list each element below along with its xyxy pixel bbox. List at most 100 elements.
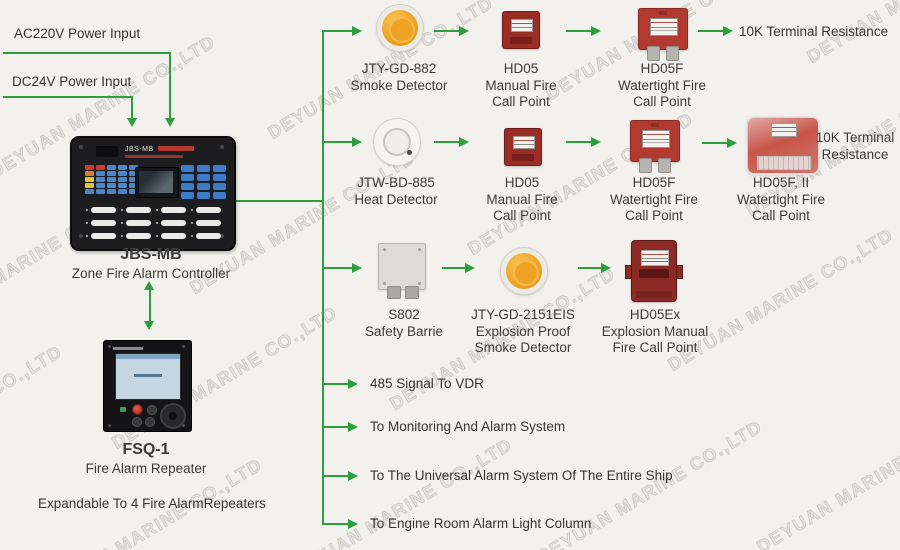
connector-line	[434, 141, 460, 143]
device-name: Heat Detector	[354, 191, 438, 207]
arrowhead-icon	[352, 26, 362, 36]
button-icon	[145, 417, 155, 427]
heat-detector-device	[373, 118, 421, 166]
watertight-call-point-2-device	[746, 116, 820, 175]
arrowhead-icon	[144, 321, 154, 330]
device-model: HD05	[504, 175, 540, 190]
explosion-proof-smoke-detector-device	[500, 247, 548, 295]
device-name: Explosion Proof Smoke Detector	[474, 323, 572, 356]
device-name: Manual Fire Call Point	[485, 77, 557, 110]
branch-line	[323, 383, 349, 385]
arrowhead-icon	[352, 137, 362, 147]
arrowhead-icon	[144, 281, 154, 290]
device-label: HD05F Watertight Fire Call Point	[602, 61, 722, 111]
repeater-model-label: FSQ-1	[122, 441, 170, 458]
device-model: HD05Ex	[629, 307, 681, 322]
watertight-call-point-device	[638, 8, 688, 61]
controller-model-label: JBS-MB	[120, 246, 182, 263]
arrowhead-icon	[348, 422, 358, 432]
device-model: JTW-BD-885	[357, 175, 435, 190]
red-button-icon	[132, 404, 143, 415]
arrowhead-icon	[352, 263, 362, 273]
connector-line	[702, 142, 728, 144]
watermark-text: DEYUAN MARINE CO.,LTD	[753, 406, 900, 550]
button-icon	[132, 417, 142, 427]
expand-note: Expandable To 4 Fire AlarmRepeaters	[38, 496, 266, 511]
manual-call-point-device	[504, 128, 542, 166]
branch-line	[323, 30, 353, 32]
device-name: Watertight Fire Call Point	[736, 191, 826, 224]
arrowhead-icon	[165, 118, 175, 127]
dpad-icon	[160, 403, 186, 429]
ac-power-line	[3, 52, 171, 54]
watermark-text: DEYUAN MARINE CO.,LTD	[283, 434, 516, 550]
branch-line	[323, 426, 349, 428]
device-name: Watertight Fire Call Point	[609, 191, 699, 224]
controller-button-rows	[84, 204, 224, 243]
arrowhead-icon	[601, 263, 611, 273]
output-engine-room-label: To Engine Room Alarm Light Column	[370, 516, 592, 531]
connector-line	[442, 267, 466, 269]
trunk-line	[322, 30, 324, 525]
connector-line	[698, 30, 724, 32]
speaker-slot	[96, 146, 118, 157]
device-label: HD05 Manual Fire Call Point	[466, 61, 576, 111]
controller-keypad	[181, 165, 226, 199]
device-name: Smoke Detector	[350, 77, 448, 93]
output-vdr-label: 485 Signal To VDR	[370, 376, 484, 391]
terminal-resistance-label: 10K Terminal Resistance	[739, 24, 889, 39]
output-monitoring-label: To Monitoring And Alarm System	[370, 419, 566, 434]
connector-line	[578, 267, 602, 269]
arrowhead-icon	[127, 118, 137, 127]
controller-lcd-screen	[135, 167, 179, 198]
device-name: Explosion Manual Fire Call Point	[601, 323, 709, 356]
device-label: JTY-GD-2151EIS Explosion Proof Smoke Det…	[450, 307, 596, 357]
safety-barrier-device	[378, 243, 426, 299]
repeater-brand-text	[113, 347, 143, 350]
controller-name-label: Zone Fire Alarm Controller	[71, 266, 231, 281]
ac-power-label: AC220V Power Input	[14, 26, 141, 41]
device-name: Safety Barrie	[364, 323, 444, 339]
device-label: JTW-BD-885 Heat Detector	[336, 175, 456, 208]
smoke-detector-device	[376, 4, 424, 52]
device-model: HD05F, II	[752, 175, 810, 190]
watertight-call-point-device	[630, 120, 680, 173]
screw-icon	[79, 145, 83, 149]
ac-power-line	[169, 52, 171, 118]
terminal-resistance-label: 10K Terminal Resistance	[815, 130, 895, 162]
arrowhead-icon	[727, 138, 737, 148]
arrowhead-icon	[459, 26, 469, 36]
output-universal-alarm-label: To The Universal Alarm System Of The Ent…	[370, 468, 673, 483]
device-name: Watertight Fire Call Point	[617, 77, 707, 110]
device-model: S802	[388, 307, 420, 322]
arrowhead-icon	[591, 26, 601, 36]
device-label: HD05F Watertight Fire Call Point	[594, 175, 714, 225]
arrowhead-icon	[459, 137, 469, 147]
repeater-lcd-screen	[115, 353, 181, 400]
repeater-name-label: Fire Alarm Repeater	[85, 461, 207, 476]
controller-device: JBS-MB	[70, 136, 236, 251]
branch-line	[323, 141, 353, 143]
arrowhead-icon	[591, 137, 601, 147]
arrowhead-icon	[348, 519, 358, 529]
controller-panel-title: JBS-MB	[125, 146, 225, 158]
controller-trunk-line	[233, 200, 323, 202]
arrowhead-icon	[348, 471, 358, 481]
arrowhead-icon	[723, 26, 733, 36]
device-model: JTY-GD-882	[361, 61, 437, 76]
connector-line	[566, 141, 592, 143]
arrowhead-icon	[348, 379, 358, 389]
connector-line	[566, 30, 592, 32]
controller-indicator-grid	[85, 165, 138, 194]
branch-line	[323, 475, 349, 477]
branch-line	[323, 523, 349, 525]
button-icon	[147, 405, 157, 415]
power-led-icon	[120, 407, 126, 412]
repeater-link-line	[149, 289, 151, 322]
device-model: JTY-GD-2151EIS	[471, 307, 575, 322]
device-name: Manual Fire Call Point	[486, 191, 558, 224]
branch-line	[323, 267, 353, 269]
repeater-device	[103, 340, 192, 432]
device-label: JTY-GD-882 Smoke Detector	[339, 61, 459, 94]
